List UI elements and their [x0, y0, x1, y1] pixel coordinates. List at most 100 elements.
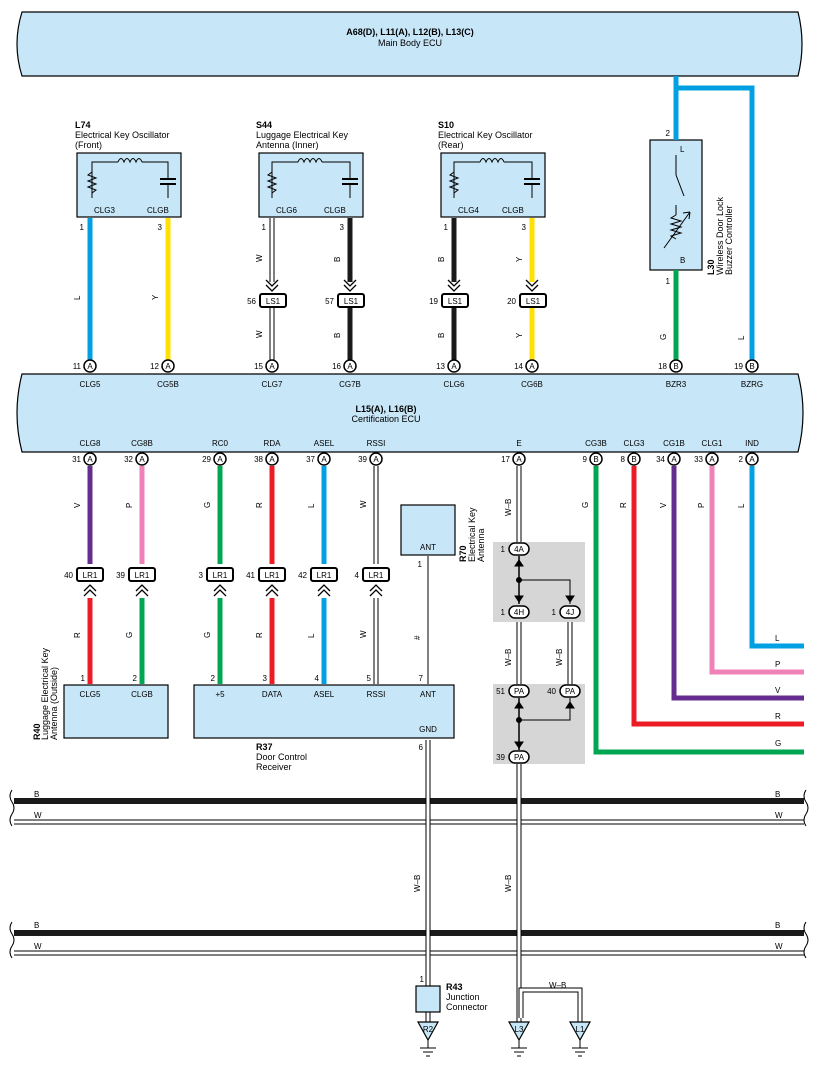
r37-pin-data: DATA: [262, 690, 283, 699]
cert-bottom-pin-num: 29: [202, 455, 211, 464]
ground-r2: R2: [416, 1021, 440, 1057]
l74-pinnum-1: 1: [80, 223, 85, 232]
ground-l1: L1: [568, 1021, 592, 1057]
cert-bottom-pin-conn: A: [87, 455, 93, 464]
cert-bottom-pin-name: CG1B: [663, 439, 685, 448]
cert-bottom-pin-name: RSSI: [367, 439, 386, 448]
r40-pinnum-2: 2: [133, 674, 138, 683]
r70-name-line1: Electrical Key: [467, 507, 477, 562]
ground-l3: L3: [507, 1021, 531, 1057]
cert-bottom-pin-num: 9: [583, 455, 588, 464]
r37-pin-plus5: +5: [215, 690, 225, 699]
r37-code: R37: [256, 742, 273, 752]
cert-top-pin-name: BZRG: [741, 380, 763, 389]
ground-l3-label: L3: [515, 1025, 524, 1034]
wc-r37-r: R: [255, 632, 264, 638]
s44-name-line2: Antenna (Inner): [256, 140, 319, 150]
r70-antenna: ANT 1 R70 Electrical Key Antenna: [400, 504, 486, 569]
wc-s10-b-1: B: [437, 257, 446, 262]
l74-pinnum-3: 3: [158, 223, 163, 232]
cert-bottom-pin-conn: A: [373, 455, 379, 464]
wc-s44-b-2: B: [333, 333, 342, 338]
cert-ecu-top-pins: A11CLG5A12CG5BA15CLG7A16CG7BA13CLG6A14CG…: [73, 359, 763, 389]
certification-ecu-name: Certification ECU: [351, 414, 420, 424]
wc-l30-g: G: [659, 334, 668, 340]
cert-bottom-pin-num: 34: [656, 455, 665, 464]
cert-bottom-pin-num: 32: [124, 455, 133, 464]
cert-bottom-pin-name: CG3B: [585, 439, 607, 448]
l30-name-line2: Buzzer Controller: [724, 205, 734, 275]
cert-bottom-pin-name: CLG8: [80, 439, 101, 448]
jpad-pa-3: PA: [514, 753, 525, 762]
wc-rssi-w: W: [359, 500, 368, 508]
r40-luggage-antenna-outside: CLG5 CLGB 1 2 R40 Luggage Electrical Key…: [32, 647, 169, 740]
wc-cg3b-g: G: [581, 502, 590, 508]
cert-bottom-pin-conn: A: [217, 455, 223, 464]
ls1-pin-57: 57: [325, 297, 334, 306]
cert-bottom-pin-conn: A: [516, 455, 522, 464]
jpad-4j-pin: 1: [552, 608, 557, 617]
l30-buzzer-controller: L B L30 Wireless Door Lock Buzzer Contro…: [649, 139, 734, 275]
r37-name-line1: Door Control: [256, 752, 307, 762]
lr1-pin-3: 3: [199, 571, 204, 580]
wc-s10-y-1: Y: [515, 256, 524, 262]
jpad-4h: 4H: [514, 608, 524, 617]
ls1-connectors: LS1 56 LS1 57 LS1 19 LS1 20: [247, 293, 547, 308]
jpad-pa-2: PA: [565, 687, 576, 696]
ls1-pin-56: 56: [247, 297, 256, 306]
bus-label-b-left-1: B: [34, 790, 39, 799]
lr1-chevrons: [83, 584, 383, 597]
wc-r40-g: G: [125, 632, 134, 638]
cert-bottom-pin-name: ASEL: [314, 439, 335, 448]
certification-ecu: L15(A), L16(B) Certification ECU: [16, 373, 804, 453]
wc-4j-wb: W–B: [555, 649, 564, 666]
lr1-label-1: LR1: [83, 571, 98, 580]
cert-top-pin-name: BZR3: [666, 380, 687, 389]
wc-s10-y-2: Y: [515, 332, 524, 338]
wc-asel-l: L: [307, 503, 316, 508]
cert-top-pin-num: 14: [514, 362, 523, 371]
cert-bottom-pin-conn: A: [749, 455, 755, 464]
l30-pinnum-2: 2: [666, 129, 671, 138]
l30-pinnum-1: 1: [666, 277, 671, 286]
r40-pin-clg5: CLG5: [80, 690, 101, 699]
r40-pinnum-1: 1: [81, 674, 86, 683]
r70-pin-ant: ANT: [420, 543, 436, 552]
jpad-4h-pin: 1: [501, 608, 506, 617]
s44-pinnum-3: 3: [340, 223, 345, 232]
s10-pin-clgb: CLGB: [502, 206, 524, 215]
cert-bottom-pin-name: CLG3: [624, 439, 645, 448]
r37-pinnum-6: 6: [419, 743, 424, 752]
lr1-pin-39: 39: [116, 571, 125, 580]
wc-e-wb-1: W–B: [504, 499, 513, 516]
r37-pin-ant: ANT: [420, 690, 436, 699]
cert-top-pin-conn: A: [269, 362, 275, 371]
r70-pinnum-1: 1: [418, 560, 423, 569]
wc-right-p: P: [775, 660, 780, 669]
jpad-4j: 4J: [566, 608, 574, 617]
lr1-label-5: LR1: [317, 571, 332, 580]
lr1-label-2: LR1: [135, 571, 150, 580]
wc-l74-l: L: [73, 295, 82, 300]
s10-code: S10: [438, 120, 454, 130]
ls1-pin-19: 19: [429, 297, 438, 306]
cert-bottom-pin-num: 8: [621, 455, 626, 464]
wc-cg8b-p: P: [125, 503, 134, 508]
cert-top-pin-name: CLG7: [262, 380, 283, 389]
cert-bottom-pin-conn: A: [321, 455, 327, 464]
r40-name-line1: Luggage Electrical Key: [40, 647, 50, 740]
s10-pinnum-1: 1: [444, 223, 449, 232]
wc-clg3-r: R: [619, 502, 628, 508]
s10-pinnum-3: 3: [522, 223, 527, 232]
wc-s10-b-2: B: [437, 333, 446, 338]
cert-bottom-pin-name: CG8B: [131, 439, 153, 448]
